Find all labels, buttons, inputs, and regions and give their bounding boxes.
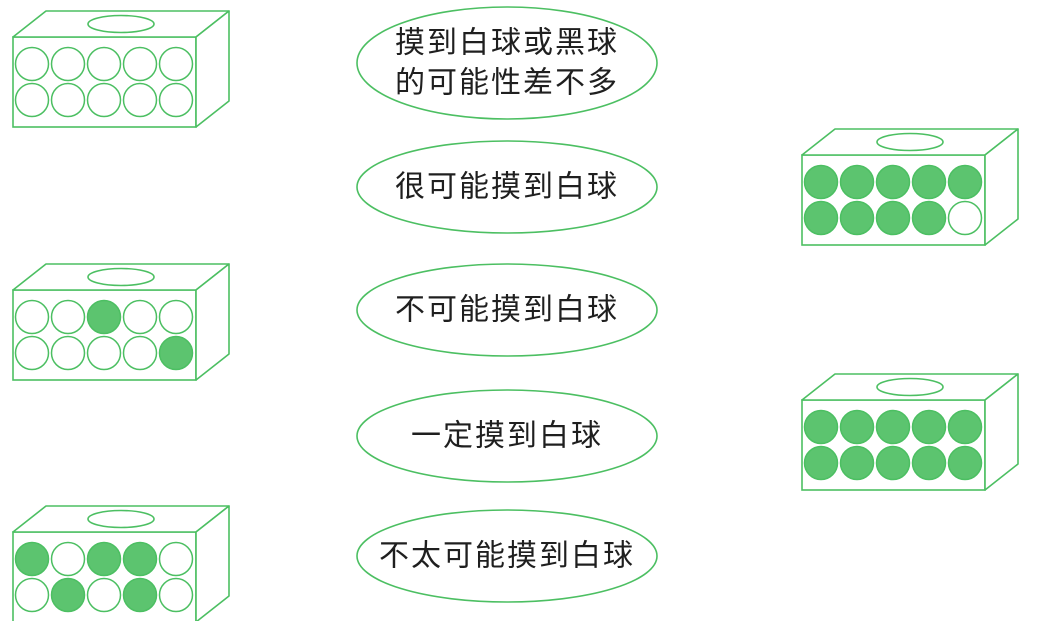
green-ball: [911, 164, 947, 200]
green-ball: [875, 409, 911, 445]
box-side-face: [195, 10, 230, 128]
white-ball: [122, 335, 158, 371]
white-ball: [86, 46, 122, 82]
green-ball: [839, 164, 875, 200]
green-ball: [86, 541, 122, 577]
green-ball: [911, 409, 947, 445]
white-ball: [50, 335, 86, 371]
ball-box[interactable]: [12, 263, 230, 381]
white-ball: [158, 577, 194, 613]
white-ball: [158, 46, 194, 82]
white-ball: [14, 82, 50, 118]
white-ball: [50, 541, 86, 577]
statement-text: 很可能摸到白球: [395, 170, 619, 205]
oval-outline: [356, 140, 658, 234]
box-opening: [87, 14, 155, 34]
green-ball: [911, 200, 947, 236]
ball-box[interactable]: [12, 505, 230, 621]
box-side-face: [984, 373, 1019, 491]
green-ball: [875, 200, 911, 236]
green-ball: [122, 541, 158, 577]
box-side-face: [195, 263, 230, 381]
statement-text: 的可能性差不多: [395, 66, 619, 101]
white-ball: [86, 335, 122, 371]
statement-oval-likely[interactable]: 很可能摸到白球: [356, 140, 658, 234]
box-opening: [87, 267, 155, 287]
green-ball: [839, 445, 875, 481]
green-ball: [86, 299, 122, 335]
ball-box[interactable]: [12, 10, 230, 128]
box-opening: [876, 132, 944, 152]
statement-text: 摸到白球或黑球: [395, 26, 619, 61]
statement-oval-impossible[interactable]: 不可能摸到白球: [356, 263, 658, 357]
white-ball: [122, 46, 158, 82]
statement-oval-certain[interactable]: 一定摸到白球: [356, 389, 658, 483]
white-ball: [947, 200, 983, 236]
green-ball: [14, 541, 50, 577]
white-ball: [14, 46, 50, 82]
ball-box[interactable]: [801, 373, 1019, 491]
white-ball: [14, 299, 50, 335]
white-ball: [122, 299, 158, 335]
white-ball: [158, 541, 194, 577]
green-ball: [947, 164, 983, 200]
ball-box[interactable]: [801, 128, 1019, 246]
green-ball: [875, 164, 911, 200]
box-opening: [876, 377, 944, 397]
white-ball: [122, 82, 158, 118]
statement-text: 不太可能摸到白球: [379, 539, 635, 574]
white-ball: [158, 82, 194, 118]
white-ball: [86, 577, 122, 613]
box-side-face: [195, 505, 230, 621]
green-ball: [911, 445, 947, 481]
statement-text: 一定摸到白球: [411, 419, 603, 454]
green-ball: [158, 335, 194, 371]
green-ball: [839, 200, 875, 236]
green-ball: [947, 409, 983, 445]
white-ball: [14, 577, 50, 613]
box-opening: [87, 509, 155, 529]
green-ball: [947, 445, 983, 481]
green-ball: [803, 445, 839, 481]
box-side-face: [984, 128, 1019, 246]
oval-outline: [356, 389, 658, 483]
oval-outline: [356, 509, 658, 603]
green-ball: [122, 577, 158, 613]
white-ball: [50, 82, 86, 118]
green-ball: [50, 577, 86, 613]
green-ball: [803, 200, 839, 236]
oval-outline: [356, 263, 658, 357]
white-ball: [14, 335, 50, 371]
statement-oval-unlikely[interactable]: 不太可能摸到白球: [356, 509, 658, 603]
white-ball: [86, 82, 122, 118]
white-ball: [158, 299, 194, 335]
white-ball: [50, 46, 86, 82]
oval-outline: [356, 6, 658, 120]
white-ball: [50, 299, 86, 335]
green-ball: [875, 445, 911, 481]
green-ball: [803, 164, 839, 200]
statement-text: 不可能摸到白球: [395, 293, 619, 328]
green-ball: [839, 409, 875, 445]
green-ball: [803, 409, 839, 445]
